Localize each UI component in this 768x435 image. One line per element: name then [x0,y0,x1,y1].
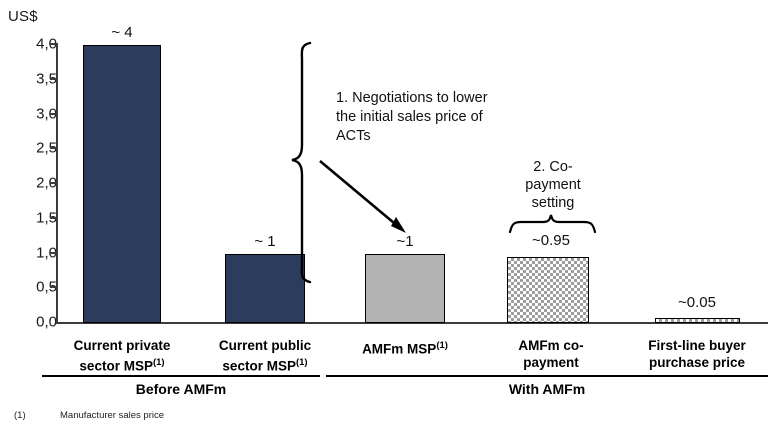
callout-line-1: 1. Negotiations to lower [336,90,488,106]
footnote-marker: (1) [14,410,26,421]
cat-sup: (1) [436,340,448,351]
y-tick-label: 2,5 [36,139,57,157]
y-tick-label: 1,0 [36,244,57,261]
y-tick-mark [50,251,57,254]
y-tick-mark [50,112,57,115]
category-label-first-line-buyer-purchase-price: First-line buyer purchase price [622,337,768,371]
x-axis-line [56,322,768,324]
bar-value-label-3: ~1 [396,233,414,250]
bars-layer [83,45,740,323]
y-tick-label: 3,5 [36,70,57,88]
callout-line-3: setting [531,195,575,211]
group-label-with-amfm: With AMFm [508,381,586,397]
y-tick-mark [50,182,57,184]
bar-amfm-msp[interactable] [365,253,445,323]
y-tick-label: 2,0 [36,174,57,192]
group-label-before-amfm: Before AMFm [135,381,227,397]
bar-first-line-buyer-purchase-price[interactable] [655,318,740,323]
cat-line-1: Current private [73,338,171,353]
cat-sup: (1) [152,357,165,368]
group-rule-with-amfm [326,375,768,377]
bar-value-label-2: ~ 1 [254,233,276,250]
y-tick-label: 0,5 [36,278,57,296]
group-rule-before-amfm [42,375,320,377]
callout-co-payment-setting: 2. Co- payment setting [510,158,596,212]
y-tick-mark [50,147,57,150]
y-tick-label: 4,0 [36,35,57,53]
callout-line-3: ACTs [336,128,371,144]
cat-line-1: AMFm MSP [362,341,437,357]
y-tick-label: 0,0 [36,313,57,331]
callout-line-2: the initial sales price of [336,109,483,125]
cat-line-1: AMFm co- [518,338,584,353]
category-label-current-public-sector-msp: Current public sector MSP(1) [185,337,345,375]
bar-amfm-co-payment[interactable] [507,257,589,323]
cat-line-2: sector MSP [222,358,296,374]
category-label-current-private-sector-msp: Current private sector MSP(1) [42,337,202,375]
footnote-text: Manufacturer sales price [60,410,165,421]
cat-sup: (1) [295,357,308,368]
bar-value-label-5: ~0.05 [678,294,716,311]
callout-line-1: 2. Co- [533,159,573,175]
bar-value-label-4: ~0.95 [532,232,570,249]
cat-line-2: payment [523,355,579,370]
category-label-amfm-msp: AMFm MSP(1) [325,337,485,358]
callout-line-2: payment [525,177,581,193]
y-tick-label: 3,0 [36,105,57,122]
cat-line-1: Current public [218,338,312,353]
category-label-amfm-co-payment: AMFm co- payment [476,337,626,371]
bar-current-public-sector-msp[interactable] [225,253,305,323]
cat-line-2: purchase price [648,355,746,370]
footnote: (1) Manufacturer sales price [14,410,164,421]
y-tick-mark [50,77,57,80]
y-tick-mark [50,286,57,289]
y-tick-mark [50,216,57,219]
callout-negotiations: 1. Negotiations to lower the initial sal… [336,89,526,146]
y-tick-mark [50,43,57,45]
y-tick-label: 1,5 [36,209,57,227]
cat-line-1: First-line buyer [648,338,746,353]
y-axis-unit-label: US$ [8,8,38,25]
bar-value-label-1: ~ 4 [111,24,133,41]
cat-line-2: sector MSP [79,358,153,374]
y-axis-line [56,43,58,324]
bar-current-private-sector-msp[interactable] [83,45,161,323]
